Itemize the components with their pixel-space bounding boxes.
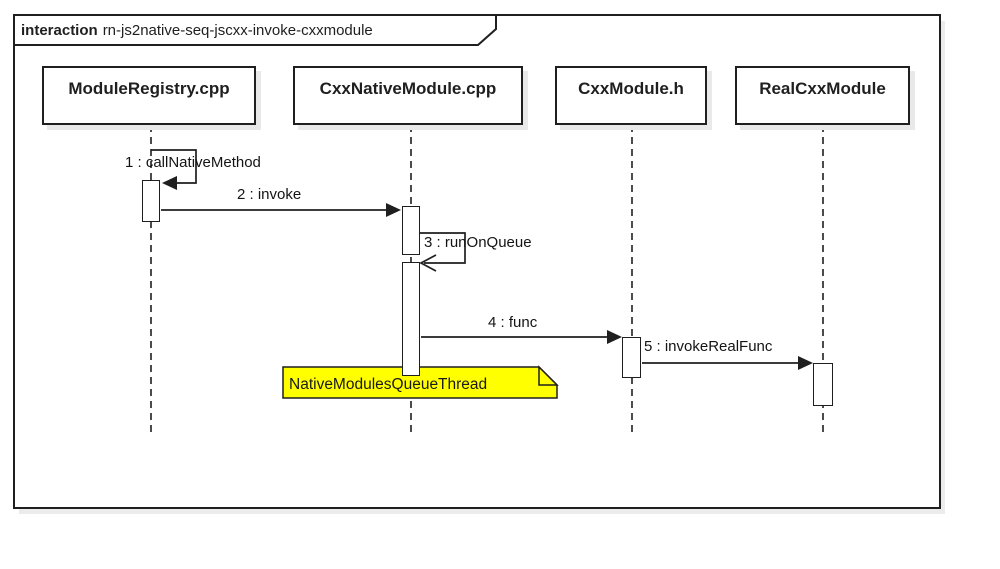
lifeline-head-cxxnativemodule: CxxNativeModule.cpp [293,66,523,125]
message-lines [151,149,800,364]
activation-bar-moduleregistry [142,180,160,222]
note-fold-corner [538,365,559,386]
activation-bar-cxxnativemodule-1 [402,206,420,255]
message-2-arrowhead-icon [386,203,401,217]
lifeline-head-realcxxmodule: RealCxxModule [735,66,910,125]
note-shape [282,366,558,399]
frame-title-tab [13,14,497,46]
message-3-label: 3 : runOnQueue [424,234,532,251]
message-3-open-arrowhead-icon [419,254,437,272]
message-1-line [151,149,197,184]
frame-name: rn-js2native-seq-jscxx-invoke-cxxmodule [102,22,373,39]
message-4-arrowhead-icon [607,330,622,344]
lifeline-head-label: CxxModule.h [578,79,684,98]
lifeline-head-label: CxxNativeModule.cpp [319,79,497,98]
message-1-arrowhead-icon [162,176,177,190]
message-3-line [420,232,466,264]
message-2-label: 2 : invoke [237,186,302,203]
note-text: NativeModulesQueueThread [289,376,488,393]
lifeline-head-moduleregistry: ModuleRegistry.cpp [42,66,256,125]
lifeline-head-label: RealCxxModule [759,79,886,98]
message-5-label: 5 : invokeRealFunc [644,338,773,355]
lifeline-head-cxxmodule: CxxModule.h [555,66,707,125]
activation-bar-cxxnativemodule-2 [402,262,420,376]
lifeline-head-label: ModuleRegistry.cpp [68,79,230,98]
frame-keyword: interaction [21,22,98,39]
message-5-arrowhead-icon [798,356,813,370]
message-4-label: 4 : func [488,314,538,331]
message-1-label: 1 : callNativeMethod [125,154,261,171]
activation-bar-cxxmodule [622,337,641,378]
activation-bar-realcxxmodule [813,363,833,406]
